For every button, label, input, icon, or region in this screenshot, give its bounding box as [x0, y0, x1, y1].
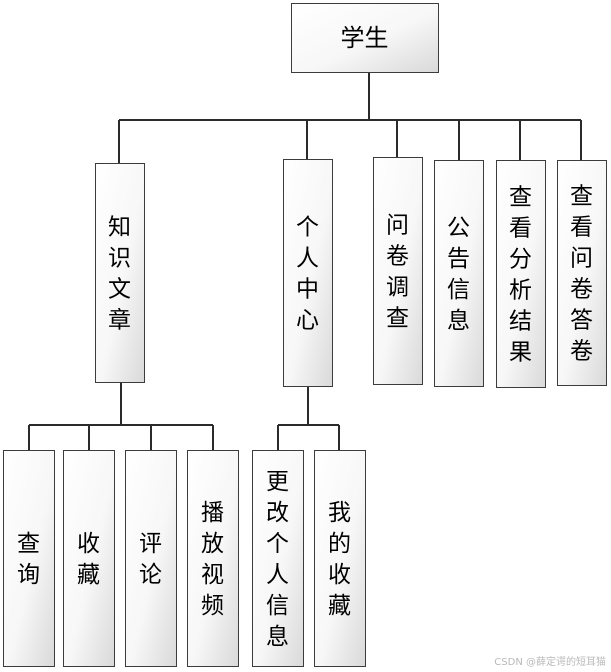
node-personal-child-1: 更改个人信息 [252, 450, 304, 667]
node-box [373, 157, 423, 385]
node-knowledge-child-1: 查询 [3, 450, 55, 667]
node-box [557, 160, 607, 386]
node-box [187, 450, 239, 667]
node-label: 查看问卷答卷 [570, 183, 593, 364]
node-label: 播放视频 [201, 500, 224, 619]
node-box [291, 3, 439, 73]
node-box [283, 159, 333, 387]
node-knowledge-child-4: 播放视频 [187, 450, 239, 667]
node-label: 查询 [17, 531, 40, 588]
node-box [434, 160, 484, 387]
node-box [3, 450, 55, 667]
node-level1-4: 公告信息 [434, 160, 484, 387]
node-personal-child-2: 我的收藏 [314, 450, 366, 667]
node-level1-5: 查看分析结果 [496, 160, 546, 388]
node-label: 问卷调查 [386, 212, 409, 331]
node-label: 知识文章 [108, 214, 131, 333]
node-label: 个人中心 [296, 214, 319, 333]
node-level1-2: 个人中心 [283, 159, 333, 387]
node-label: 收藏 [77, 531, 100, 588]
node-knowledge-child-3: 评论 [125, 450, 177, 667]
node-label: 我的收藏 [328, 500, 351, 619]
node-level1-1: 知识文章 [95, 163, 145, 383]
node-root: 学生 [291, 3, 439, 73]
node-label: 公告信息 [447, 215, 470, 334]
node-box [252, 450, 304, 667]
node-box [125, 450, 177, 667]
connector-lines [28, 72, 582, 450]
node-box [314, 450, 366, 667]
watermark: CSDN @薛定谔的短耳猫 [494, 657, 606, 668]
node-label: 评论 [139, 531, 162, 588]
node-knowledge-child-2: 收藏 [63, 450, 115, 667]
node-box [63, 450, 115, 667]
node-box [496, 160, 546, 388]
node-label: 查看分析结果 [509, 184, 532, 365]
node-box [95, 163, 145, 383]
node-level1-3: 问卷调查 [373, 157, 423, 385]
node-level1-6: 查看问卷答卷 [557, 160, 607, 386]
node-label: 更改个人信息 [266, 469, 289, 650]
node-label: 学生 [341, 24, 389, 52]
